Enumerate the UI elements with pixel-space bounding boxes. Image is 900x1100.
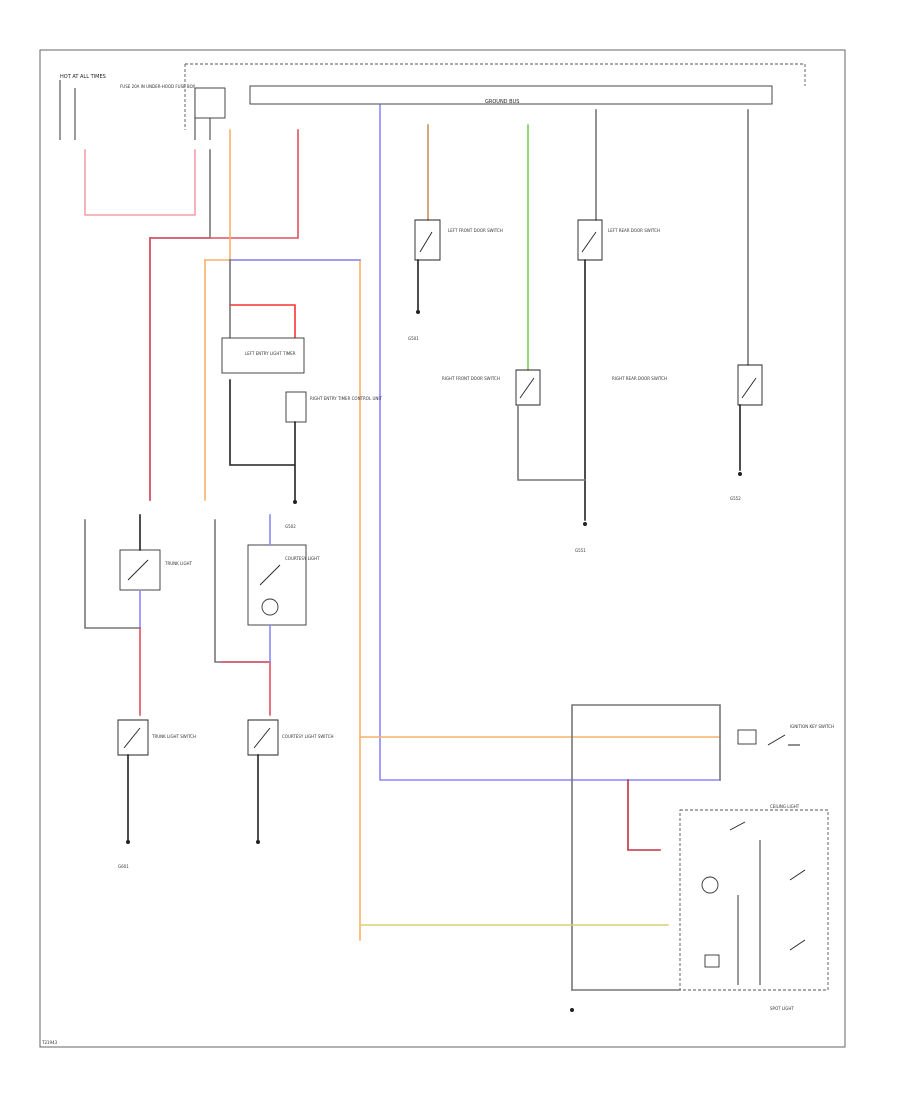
ground-g501 (416, 310, 420, 314)
ground-g551 (583, 522, 587, 526)
right-entry-timer-label: RIGHT ENTRY TIMER CONTROL UNIT (310, 396, 383, 401)
ground-g601-b (256, 840, 260, 844)
rf-door-switch-symbol (515, 369, 541, 406)
trunk-light (119, 549, 161, 591)
right-entry-timer (285, 391, 307, 423)
wire-red-b (149, 129, 299, 239)
wire-right-frame (571, 704, 721, 991)
ground-g601-a-label: G601 (118, 864, 129, 869)
wire-courtesy-red (221, 661, 271, 716)
left-entry-timer (221, 337, 305, 374)
fuse-block-label: FUSE 20A IN UNDER-HOOD FUSE BOX (120, 84, 195, 89)
wire-timer-ground (229, 379, 296, 501)
rr-door-switch-label: RIGHT REAR DOOR SWITCH (612, 376, 667, 381)
fuse-box-outline (185, 63, 806, 86)
ground-bus (249, 85, 773, 105)
cargo-switch-label: COURTESY LIGHT SWITCH (282, 734, 334, 739)
ignition-key-lamp (737, 729, 757, 745)
spot-light-label: SPOT LIGHT (770, 1006, 794, 1011)
trunk-switch-label: TRUNK LIGHT SWITCH (151, 734, 196, 739)
page-code: T21943 (41, 1040, 58, 1045)
ignition-key-label: IGNITION KEY SWITCH (790, 724, 834, 729)
trunk-switch-symbol (117, 719, 149, 756)
courtesy-light-label: COURTESY LIGHT (285, 556, 320, 561)
diagram-frame (39, 49, 846, 1048)
courtesy-light-bulb (261, 598, 279, 616)
lr-door-switch-label: LEFT REAR DOOR SWITCH (608, 228, 660, 233)
wire-rf-down (517, 404, 586, 481)
trunk-light-label: TRUNK LIGHT (164, 561, 193, 566)
fuse-block (194, 87, 226, 119)
ceiling-light-box (679, 809, 829, 991)
wire-red-relay (229, 304, 296, 341)
lf-door-switch-symbol (414, 219, 441, 261)
trunk-light-bulb (127, 559, 149, 581)
lf-door-switch-label: LEFT FRONT DOOR SWITCH (448, 228, 503, 233)
cargo-switch-symbol (247, 719, 279, 756)
ground-g502 (293, 500, 297, 504)
power-label: HOT AT ALL TIMES (60, 74, 106, 80)
spot-light-bulb (704, 954, 720, 968)
ignition-key-switch (767, 734, 800, 746)
ceiling-light-switches (729, 821, 806, 985)
ground-g502-label: G502 (285, 524, 296, 529)
wire-blue-main (379, 104, 721, 781)
ceiling-light-bulb (701, 876, 719, 894)
ground-g552 (738, 472, 742, 476)
left-entry-timer-label: LEFT ENTRY LIGHT TIMER (245, 351, 296, 356)
ground-bus-label: GROUND BUS (485, 99, 519, 105)
wire-red-loop (84, 149, 196, 216)
wire-fuse-down (149, 149, 211, 501)
ceiling-light-label: CEILING LIGHT (770, 804, 800, 809)
ground-g552-label: G552 (730, 496, 741, 501)
wire-dkred-branch (627, 779, 661, 851)
ground-g501-label: G501 (408, 336, 419, 341)
ground-g551-label: G551 (575, 548, 586, 553)
fuse-connector (59, 80, 211, 140)
ground-ceiling (570, 1008, 574, 1012)
ground-g601-a (126, 840, 130, 844)
wire-trunk-frame (84, 519, 141, 629)
rf-door-switch-label: RIGHT FRONT DOOR SWITCH (442, 376, 500, 381)
courtesy-light-switch (259, 564, 281, 586)
rr-door-switch-symbol (737, 364, 763, 406)
lr-door-switch-symbol (577, 219, 603, 261)
